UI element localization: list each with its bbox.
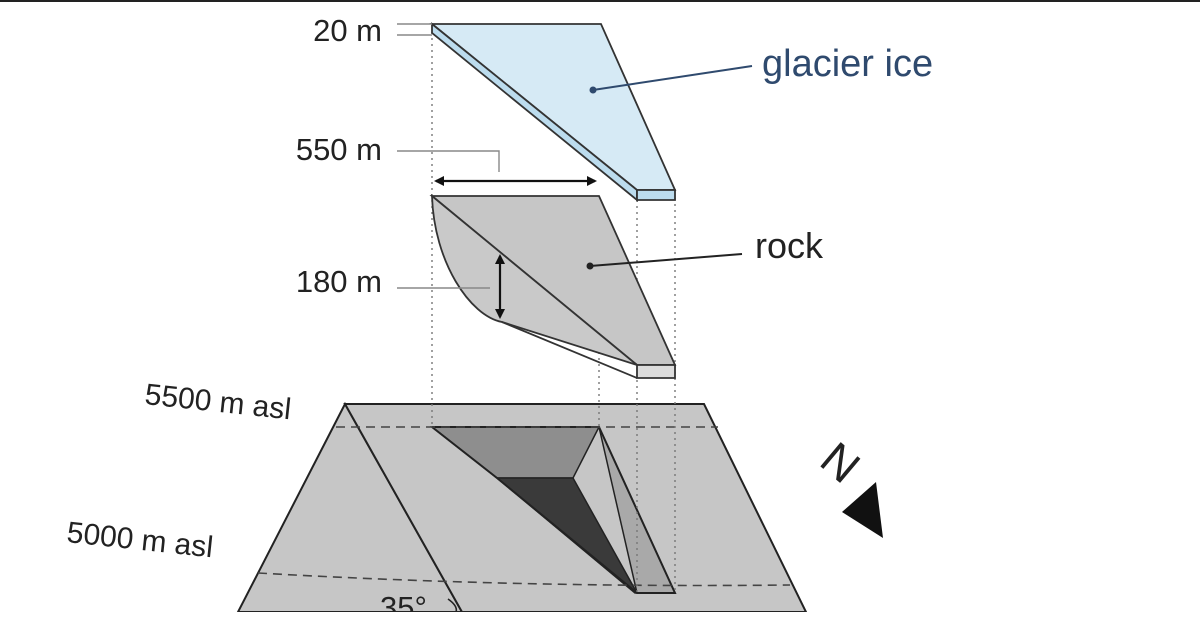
rock-leader: [589, 253, 743, 267]
ice-end-face: [636, 189, 676, 201]
rock-leader-dot: [586, 262, 594, 270]
north-label: N: [811, 432, 870, 493]
glacier-ice-slab: [429, 22, 677, 202]
depth-label: 180 m: [296, 264, 382, 299]
ice-thickness-label: 20 m: [313, 13, 382, 48]
rock-block: [429, 194, 677, 379]
angle-arc: [447, 598, 458, 613]
lower-altitude-line: [257, 572, 791, 587]
slope-angle-label: 35°: [380, 590, 427, 612]
scar-outline: [431, 426, 677, 594]
ice-top-face: [429, 23, 677, 191]
glacier-ice-label: glacier ice: [762, 43, 933, 85]
rock-front-face: [636, 364, 676, 379]
width-label: 550 m: [296, 132, 382, 167]
north-arrow-icon: N: [811, 432, 883, 538]
rock-bottom-edge: [501, 321, 638, 379]
upper-altitude-label: 5500 m asl: [143, 378, 292, 426]
glacier-leader: [592, 65, 753, 91]
glacier-leader-dot: [589, 86, 597, 94]
lower-altitude-label: 5000 m asl: [65, 516, 214, 564]
rock-curved-face: [431, 194, 638, 366]
rock-label: rock: [755, 225, 824, 266]
mountain-block: [236, 401, 808, 613]
leader-lines: [397, 23, 500, 289]
